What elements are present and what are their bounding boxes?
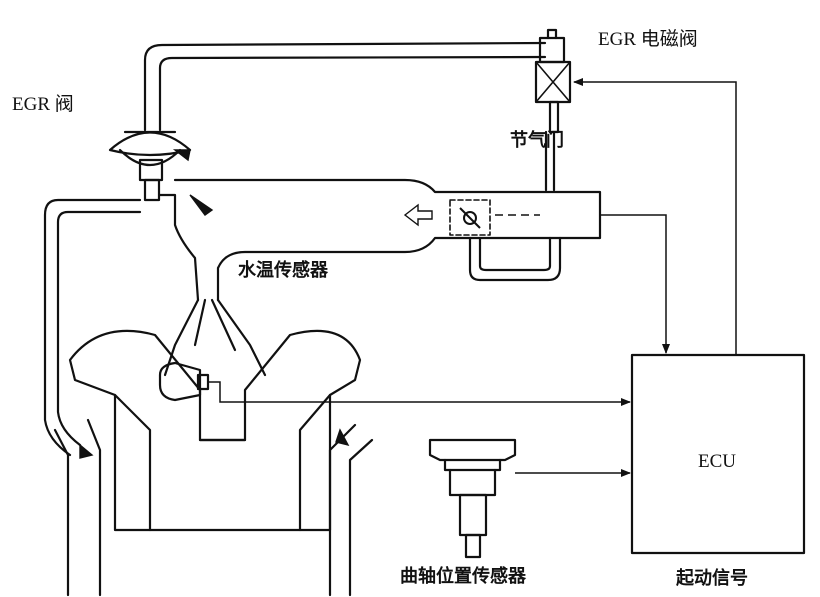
throttle-bypass-loop — [468, 236, 562, 282]
flow-arrow-egr — [189, 194, 214, 216]
flow-arrow-exhaust-left — [79, 443, 94, 459]
egr-vacuum-pipe — [143, 28, 566, 132]
right-exhaust-manifold — [328, 423, 374, 597]
throttle-label: 节气门 — [510, 130, 564, 151]
ecu-label: ECU — [698, 451, 736, 472]
intake-manifold — [158, 178, 602, 302]
flow-arrow-egr-valve — [172, 149, 191, 162]
throttle-plate — [459, 207, 481, 229]
ecu-box — [630, 353, 806, 555]
flow-arrow-exhaust-right — [335, 428, 350, 447]
engine-block — [68, 329, 362, 532]
flow-arrow-intake — [403, 203, 433, 227]
throttle-signal-line — [600, 214, 670, 354]
egr-valve-label: EGR 阀 — [12, 94, 74, 115]
egr-solenoid-label: EGR 电磁阀 — [598, 29, 698, 50]
coolant-signal-line — [208, 381, 631, 406]
egr-valve — [108, 130, 192, 202]
ecu-to-solenoid-line — [573, 78, 737, 355]
left-exhaust-manifold — [53, 418, 102, 597]
coolant-sensor-label: 水温传感器 — [238, 260, 328, 281]
egr-exhaust-pipe — [43, 198, 142, 457]
egr-solenoid-valve — [534, 60, 572, 192]
crank-sensor-label: 曲轴位置传感器 — [400, 566, 526, 587]
start-signal-label: 起动信号 — [676, 568, 748, 589]
crank-sensor-body — [428, 438, 517, 559]
